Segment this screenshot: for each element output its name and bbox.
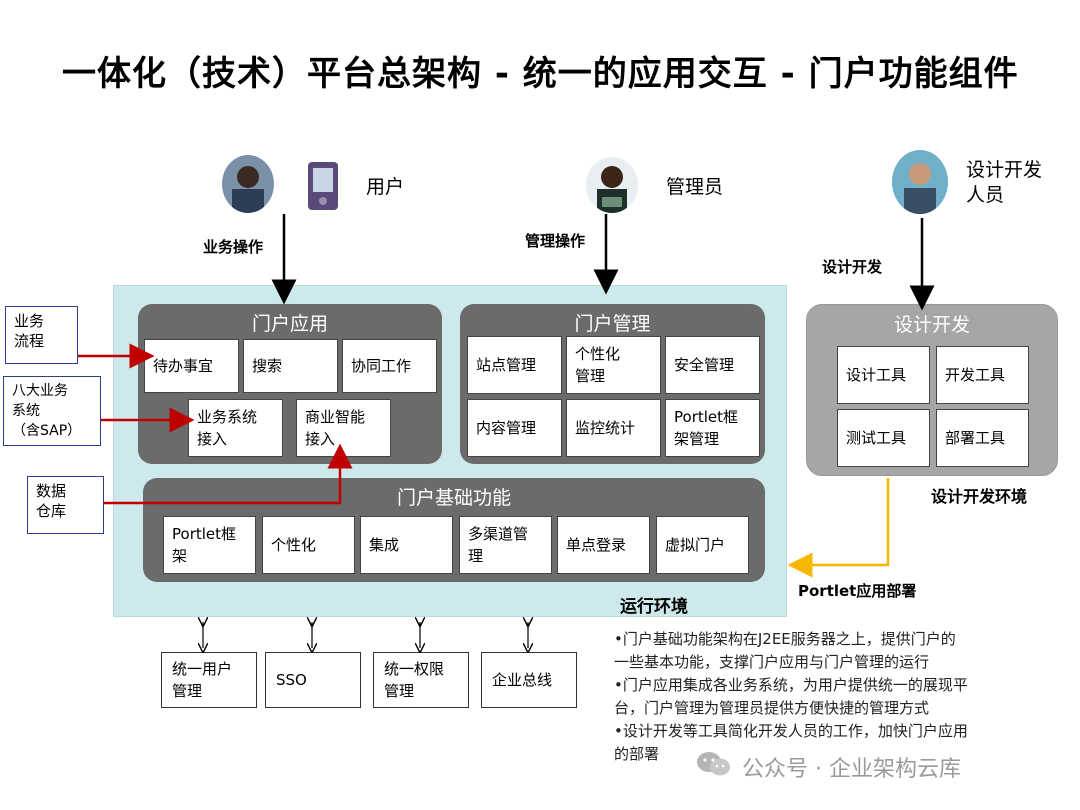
biz-system-access[interactable]: 业务系统 接入 [188,399,283,457]
uperm-box[interactable]: 统一权限 管理 [373,652,469,708]
todo-item[interactable]: 待办事宜 [144,339,239,393]
biz-access-line2: 接入 [197,430,228,448]
design-env-label: 设计开发环境 [931,487,1028,506]
collab-item[interactable]: 协同工作 [342,339,437,393]
sso-box[interactable]: SSO [265,652,361,708]
multichannel-line1: 多渠道管 [468,525,529,543]
multichannel-line2: 理 [468,547,484,565]
content-mgmt-item[interactable]: 内容管理 [467,399,562,457]
monitor-item[interactable]: 监控统计 [566,399,661,457]
biz-process-line2: 流程 [14,332,45,350]
note-line: •门户应用集成各业务系统，为用户提供统一的展现平 [614,676,968,694]
bi-access-line2: 接入 [305,430,336,448]
eight-biz-line3: （含SAP） [12,423,82,439]
uum-box[interactable]: 统一用户 管理 [161,652,257,708]
virtual-portal-item[interactable]: 虚拟门户 [656,516,749,574]
portal-base-title: 门户基础功能 [396,487,511,509]
note-line: 一些基本功能，支撑门户应用与门户管理的运行 [614,653,930,671]
bi-access[interactable]: 商业智能 接入 [296,399,391,457]
personalize-item[interactable]: 个性化 [262,516,355,574]
runtime-label: 运行环境 [620,597,688,617]
portlet-fw-line2: 架 [172,547,188,565]
search-item[interactable]: 搜索 [243,339,338,393]
portal-mgmt-title: 门户管理 [574,313,651,335]
admin-op-label: 管理操作 [525,232,586,250]
portlet-mgmt-line1: Portlet框 [674,408,739,426]
design-tool-item[interactable]: 设计工具 [837,346,930,404]
uum-line2: 管理 [172,682,203,700]
notes-block: •门户基础功能架构在J2EE服务器之上，提供门户的 一些基本功能，支撑门户应用与… [614,628,1054,766]
admin-avatar-icon [586,157,638,213]
admin-label: 管理员 [666,176,724,198]
uum-line1: 统一用户 [172,660,233,678]
eight-biz-line1: 八大业务 [12,383,68,399]
personal-mgmt-line1: 个性化 [575,345,621,363]
bi-access-line1: 商业智能 [305,408,366,426]
design-env-title: 设计开发 [893,314,970,336]
pda-device-icon [306,160,340,212]
security-mgmt-item[interactable]: 安全管理 [665,336,760,394]
dw-line2: 仓库 [36,502,67,520]
user-label: 用户 [366,176,405,198]
note-line: •设计开发等工具简化开发人员的工作，加快门户应用 [614,722,968,740]
dw-line1: 数据 [36,482,67,500]
note-line: 的部署 [614,745,660,763]
note-line: 台，门户管理为管理员提供方便快捷的管理方式 [614,699,930,717]
sso-login-item[interactable]: 单点登录 [557,516,650,574]
esb-box[interactable]: 企业总线 [481,652,577,708]
uperm-line2: 管理 [384,682,415,700]
dev-tool-item[interactable]: 开发工具 [936,346,1029,404]
portlet-deploy-arrow [787,478,890,578]
portlet-fw-line1: Portlet框 [172,525,237,543]
biz-process-line1: 业务 [14,312,45,330]
developer-label-line1: 设计开发 [966,159,1043,181]
site-mgmt-item[interactable]: 站点管理 [467,336,562,394]
eight-biz-line2: 系统 [12,403,40,419]
biz-process-source: 业务 流程 [5,306,78,364]
watermark-text: 公众号 · 企业架构云库 [742,757,961,782]
deploy-tool-item[interactable]: 部署工具 [936,409,1029,467]
portlet-deploy-label: Portlet应用部署 [798,582,917,600]
watermark: 公众号 · 企业架构云库 [696,750,961,784]
developer-avatar-icon [892,150,948,214]
integration-item[interactable]: 集成 [360,516,453,574]
biz-access-line1: 业务系统 [197,408,258,426]
developer-label-line2: 人员 [966,184,1005,206]
wechat-icon [696,750,732,784]
portlet-mgmt-line2: 架管理 [674,430,720,448]
design-dev-label: 设计开发 [822,258,883,276]
note-line: •门户基础功能架构在J2EE服务器之上，提供门户的 [614,630,956,648]
portlet-fw-item[interactable]: Portlet框 架 [163,516,256,574]
portlet-mgmt-item[interactable]: Portlet框 架管理 [665,399,760,457]
multichannel-item[interactable]: 多渠道管 理 [459,516,552,574]
eight-biz-source: 八大业务 系统 （含SAP） [3,376,101,446]
portal-app-title: 门户应用 [251,313,328,335]
page-title: 一体化（技术）平台总架构 - 统一的应用交互 - 门户功能组件 [62,54,1019,94]
personal-mgmt-line2: 管理 [575,367,606,385]
test-tool-item[interactable]: 测试工具 [837,409,930,467]
data-warehouse-source: 数据 仓库 [27,476,104,534]
business-op-label: 业务操作 [203,238,264,256]
user-avatar-icon [222,155,274,213]
personal-mgmt-item[interactable]: 个性化 管理 [566,336,661,394]
uperm-line1: 统一权限 [384,660,445,678]
